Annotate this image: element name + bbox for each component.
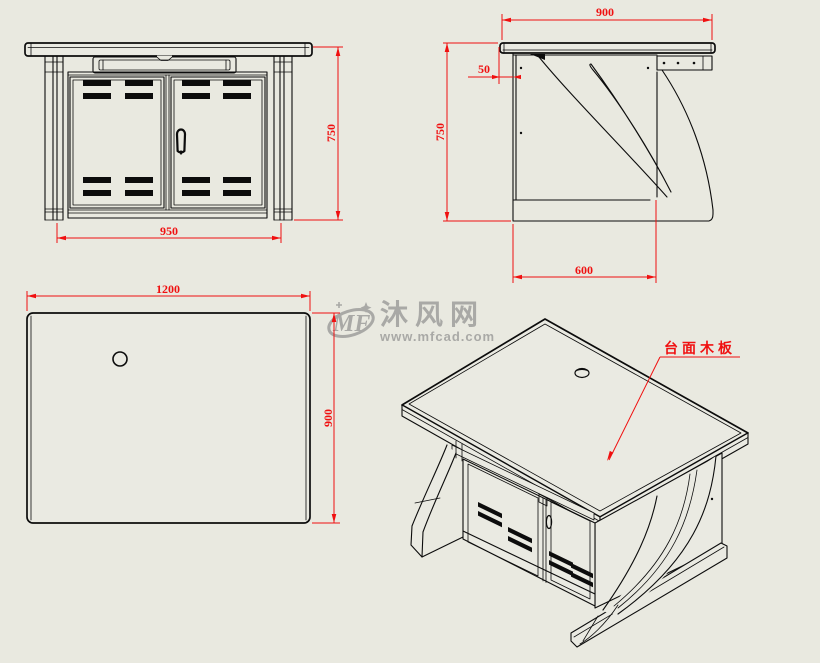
front-view-dimensions: 950 750 [56,46,343,243]
dim-side-overhang: 50 [478,62,490,76]
top-view: 1200 900 [26,282,340,524]
side-view-dimensions: 900 50 750 600 [433,5,713,283]
front-vent-slots [83,80,251,196]
keyhole-icon [175,128,187,155]
side-view: 900 50 750 600 [433,5,716,283]
dim-side-depth-top: 900 [596,5,614,19]
watermark-url: www.mfcad.com [380,329,496,344]
dim-side-depth-bottom: 600 [575,263,593,277]
dim-front-width: 950 [160,224,178,238]
top-view-dimensions: 1200 900 [26,282,340,524]
mfcad-logo-icon: MF [327,302,375,338]
dim-top-depth: 900 [321,409,335,427]
iso-door-handle [545,514,553,530]
dim-front-height: 750 [324,124,338,142]
annotation-tabletop-label: 台面木板 [664,340,736,356]
dim-side-height: 750 [433,123,447,141]
sparkle-icon [360,302,372,313]
watermark: MF 沐风网 www.mfcad.com [324,300,499,360]
front-view: 950 750 [24,42,343,243]
dim-top-width: 1200 [156,282,180,296]
cable-hole [112,351,128,367]
plus-sparkle-icon [336,302,342,308]
watermark-brand: 沐风网 [380,299,486,330]
iso-vent-slots [478,502,593,588]
logo-letters: MF [332,311,370,337]
isometric-view: 台面木板 [401,318,749,648]
iso-annotation: 台面木板 [607,340,740,461]
iso-cable-hole [574,367,590,379]
